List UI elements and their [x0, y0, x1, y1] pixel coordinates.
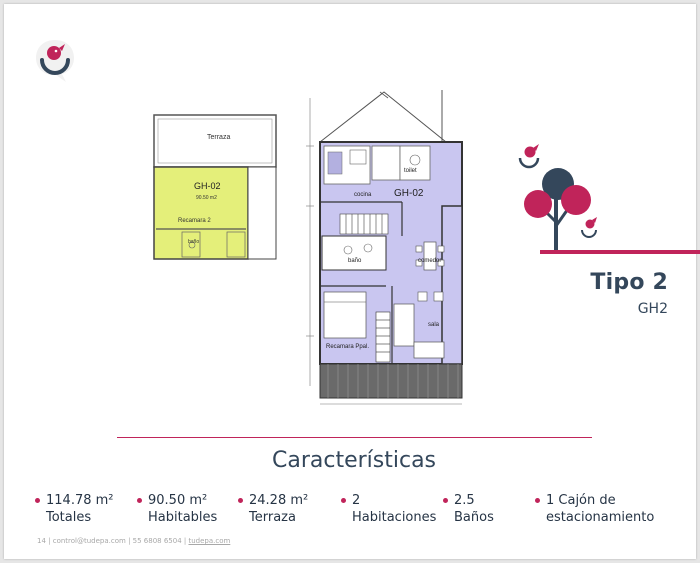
feature-label: Habitables — [148, 510, 218, 525]
bullet-dot — [535, 498, 540, 503]
plan-label-recamara-ppal: Recamara Ppal. — [326, 344, 369, 350]
bullet-dot — [35, 498, 40, 503]
plan-label-comedor: comedor — [418, 258, 441, 264]
unit-type-title: Tipo 2 — [590, 270, 668, 295]
plan-label-terraza: Terraza — [207, 134, 230, 141]
section-divider — [117, 437, 592, 438]
plan-label-bano-main: baño — [348, 258, 362, 264]
bullet-dot — [238, 498, 243, 503]
footer-website-link[interactable]: tudepa.com — [188, 537, 231, 545]
feature-terrace-area: 24.28 m² Terraza — [235, 492, 308, 526]
plan-label-cocina: cocina — [354, 192, 372, 198]
plan-label-sala: sala — [428, 322, 440, 328]
section-heading: Características — [271, 448, 437, 473]
bullet-dot — [443, 498, 448, 503]
feature-label: Terraza — [249, 510, 296, 525]
plan-label-recamara2: Recamara 2 — [178, 218, 211, 224]
upper-floor-plan: Terraza GH-02 90.50 m2 Recamara 2 baño — [153, 114, 277, 260]
brochure-page: Terraza GH-02 90.50 m2 Recamara 2 baño — [4, 4, 700, 559]
unit-type-code: GH2 — [637, 301, 668, 317]
plan-label-toilet: toilet — [404, 168, 417, 174]
plan-label-bano: baño — [188, 239, 199, 245]
feature-label: Baños — [454, 510, 494, 525]
small-bird-icon — [581, 217, 597, 238]
feature-parking: 1 Cajón de estacionamiento — [532, 492, 654, 526]
features-list: 114.78 m² Totales 90.50 m² Habitables 24… — [32, 492, 682, 532]
page-footer: 14 | control@tudepa.com | 55 6808 6504 |… — [37, 537, 231, 545]
plan-label-gh02-main: GH-02 — [394, 188, 424, 199]
bullet-dot — [341, 498, 346, 503]
footer-email[interactable]: control@tudepa.com — [52, 537, 126, 545]
feature-total-area: 114.78 m² Totales — [32, 492, 114, 526]
tree-illustration — [518, 144, 700, 254]
feature-value: 2 — [352, 493, 361, 508]
feature-value: 1 Cajón de — [546, 493, 616, 508]
feature-habitable-area: 90.50 m² Habitables — [134, 492, 217, 526]
feature-value: 24.28 m² — [249, 493, 309, 508]
feature-label: Totales — [46, 510, 92, 525]
feature-value: 90.50 m² — [148, 493, 208, 508]
feature-bedrooms: 2 Habitaciones — [338, 492, 436, 526]
plan-label-gh02: GH-02 — [194, 181, 221, 191]
bird-icon — [518, 144, 540, 169]
feature-label: Habitaciones — [352, 510, 437, 525]
main-floor-plan: toilet cocina GH-02 baño comedor sala Re… — [306, 90, 463, 405]
footer-page-number: 14 — [37, 537, 46, 545]
feature-bathrooms: 2.5 Baños — [440, 492, 494, 526]
bullet-dot — [137, 498, 142, 503]
feature-value: 114.78 m² — [46, 493, 114, 508]
feature-value: 2.5 — [454, 493, 475, 508]
plan-label-area: 90.50 m2 — [196, 195, 217, 201]
feature-label: estacionamiento — [546, 510, 655, 525]
footer-phone: 55 6808 6504 — [132, 537, 182, 545]
bird-chat-logo-icon — [36, 40, 74, 82]
